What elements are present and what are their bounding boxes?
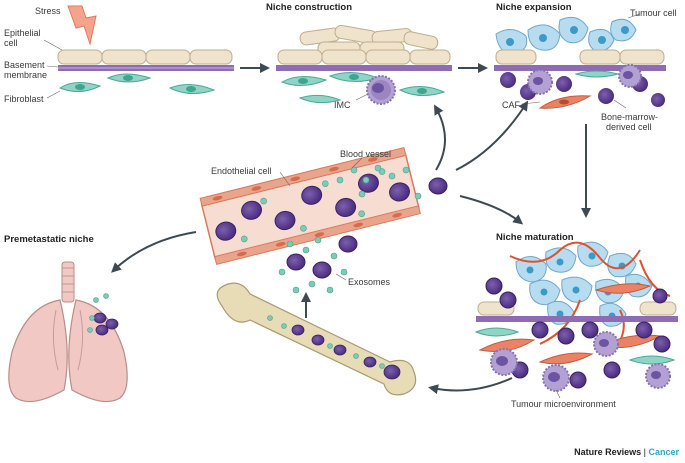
niche-expansion-panel bbox=[494, 13, 666, 109]
publisher-credit: Nature Reviews | Cancer bbox=[574, 447, 679, 457]
epithelial-cells bbox=[495, 49, 665, 65]
label-imc: IMC bbox=[334, 100, 351, 110]
lungs bbox=[8, 261, 128, 403]
stress-lightning-icon bbox=[67, 5, 97, 46]
fibroblasts bbox=[474, 327, 676, 365]
label-exosomes: Exosomes bbox=[348, 277, 391, 287]
niche-construction-panel bbox=[276, 24, 452, 105]
imc-cells bbox=[527, 64, 642, 95]
label-blood-vessel: Blood vessel bbox=[340, 149, 392, 159]
label-basement-membrane-line1: Basement bbox=[4, 60, 45, 70]
label-tumour-cell: Tumour cell bbox=[630, 8, 677, 18]
title-premetastatic-niche: Premetastatic niche bbox=[4, 234, 94, 245]
label-bone-marrow-line2: derived cell bbox=[606, 122, 652, 132]
label-bone-marrow-line1: Bone-marrow- bbox=[601, 112, 659, 122]
bone bbox=[216, 282, 417, 396]
vessel-leader-lines bbox=[279, 157, 363, 187]
publisher-name: Nature Reviews bbox=[574, 447, 642, 457]
title-niche-construction: Niche construction bbox=[266, 2, 353, 13]
title-niche-expansion: Niche expansion bbox=[496, 2, 572, 13]
journal-name: Cancer bbox=[648, 447, 679, 457]
niche-maturation-panel bbox=[474, 241, 678, 399]
basement-membrane bbox=[476, 316, 678, 322]
caf-cells bbox=[521, 70, 627, 109]
basement-membrane bbox=[276, 65, 452, 71]
endothelial-nuclei bbox=[212, 157, 402, 257]
title-niche-maturation: Niche maturation bbox=[496, 232, 574, 243]
epithelial-cells bbox=[57, 49, 233, 65]
label-fibroblast: Fibroblast bbox=[4, 94, 44, 104]
credit-separator: | bbox=[643, 447, 646, 457]
imc-cell bbox=[355, 75, 396, 105]
stacked-epithelial-cells bbox=[277, 24, 451, 65]
vessel-wall-top bbox=[199, 146, 407, 207]
label-epithelial-cell-line1: Epithelial bbox=[4, 28, 41, 38]
label-basement-membrane-line2: membrane bbox=[4, 70, 48, 80]
label-tumour-microenvironment: Tumour microenvironment bbox=[511, 399, 616, 409]
imc-cells bbox=[490, 331, 671, 392]
flow-arrows bbox=[111, 100, 591, 395]
label-caf: CAF bbox=[502, 100, 520, 110]
left-lung bbox=[8, 299, 68, 403]
fibroblasts bbox=[58, 73, 216, 94]
label-endothelial-cell: Endothelial cell bbox=[211, 166, 272, 176]
arrow-vessel-to-expansion bbox=[455, 100, 529, 171]
arrow-vessel-to-construction bbox=[434, 104, 446, 171]
exosome-cloud bbox=[278, 164, 448, 294]
basement-membrane bbox=[58, 65, 234, 71]
arrow-vessel-to-maturation bbox=[459, 195, 524, 225]
arrow-maturation-to-bone bbox=[428, 377, 513, 395]
basement-membrane bbox=[494, 65, 666, 71]
tumour-cells bbox=[495, 13, 641, 55]
fibroblasts bbox=[280, 72, 446, 104]
label-stress: Stress bbox=[35, 6, 61, 16]
bone-marrow-derived-cells bbox=[485, 277, 671, 389]
arrow-vessel-to-lung bbox=[111, 231, 197, 273]
normal-tissue-panel bbox=[43, 5, 234, 99]
label-leader-lines bbox=[43, 39, 63, 99]
label-epithelial-cell-line2: cell bbox=[4, 38, 18, 48]
